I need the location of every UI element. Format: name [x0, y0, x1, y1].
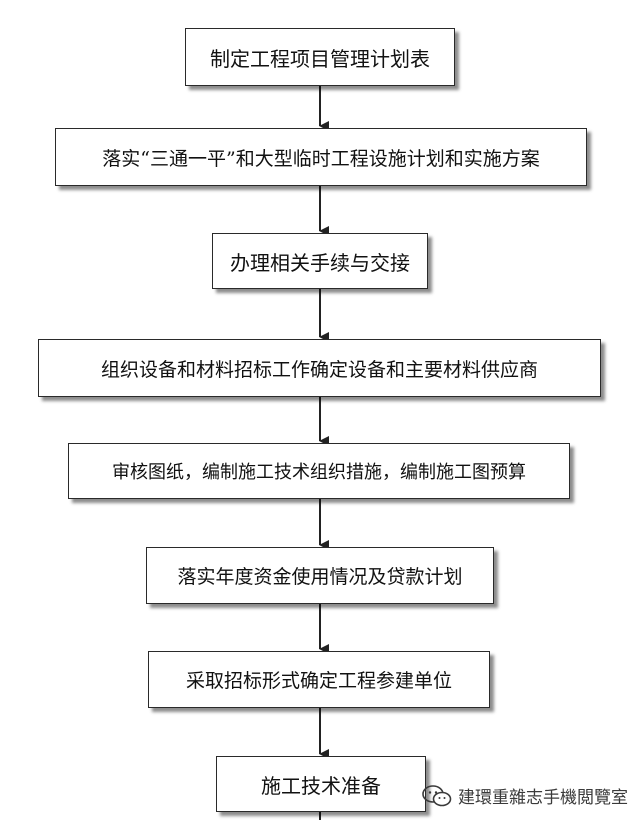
step-2-box: 落实“三通一平”和大型临时工程设施计划和实施方案: [55, 128, 587, 186]
step-8-box: 施工技术准备: [216, 756, 426, 812]
step-2-label: 落实“三通一平”和大型临时工程设施计划和实施方案: [102, 147, 540, 170]
step-4-label: 组织设备和材料招标工作确定设备和主要材料供应商: [100, 358, 538, 381]
step-3-label: 办理相关手续与交接: [230, 250, 410, 275]
step-6-label: 落实年度资金使用情况及贷款计划: [177, 566, 463, 588]
step-7-label: 采取招标形式确定工程参建单位: [185, 670, 452, 692]
watermark: 建環重雜志手機閲覽室: [422, 783, 628, 808]
step-1-label: 制定工程项目管理计划表: [210, 46, 430, 71]
step-4-box: 组织设备和材料招标工作确定设备和主要材料供应商: [38, 339, 601, 397]
wechat-icon: [422, 784, 452, 806]
step-1-box: 制定工程项目管理计划表: [185, 28, 455, 86]
step-6-box: 落实年度资金使用情况及贷款计划: [146, 547, 494, 604]
step-3-box: 办理相关手续与交接: [212, 233, 428, 289]
step-7-box: 采取招标形式确定工程参建单位: [148, 651, 490, 708]
step-8-label: 施工技术准备: [261, 773, 381, 798]
step-5-box: 审核图纸，编制施工技术组织措施，编制施工图预算: [68, 443, 570, 499]
step-5-label: 审核图纸，编制施工技术组织措施，编制施工图预算: [112, 462, 526, 483]
watermark-text: 建環重雜志手機閲覽室: [458, 788, 628, 808]
